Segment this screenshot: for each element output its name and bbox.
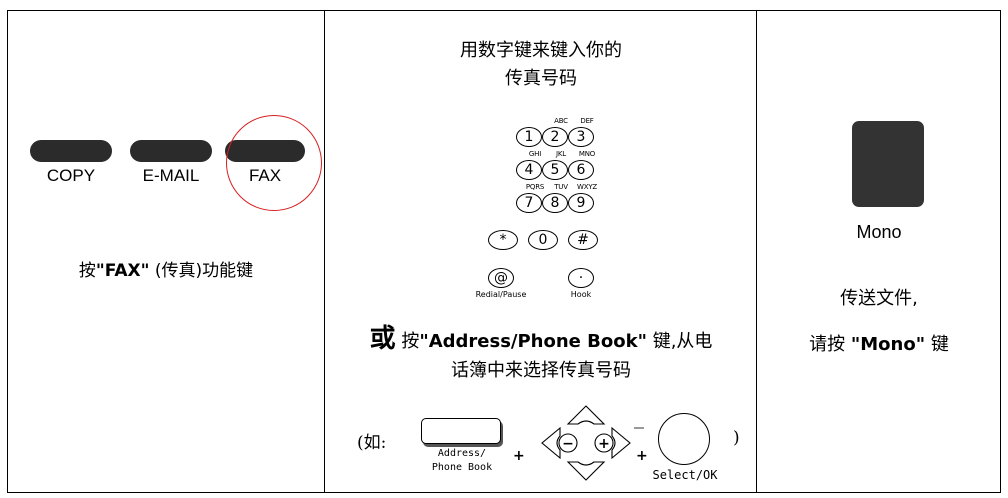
keypad-key[interactable]: 2 — [542, 127, 568, 147]
keypad-letters: GHI — [528, 150, 542, 158]
caption-text: (传真)功能键 — [149, 261, 254, 281]
nav-right-arrow-icon[interactable] — [611, 426, 631, 460]
keypad-letters: DEF — [580, 117, 594, 125]
nav-plus-label: + — [598, 436, 610, 452]
instruction-text: 键,从电 — [646, 331, 713, 352]
phonebook-instruction-line1: 或 按"Address/Phone Book" 键,从电 — [325, 318, 757, 355]
redial-pause-label: Redial/Pause — [475, 290, 527, 299]
select-ok-button[interactable] — [658, 413, 710, 465]
plus-sign: + — [636, 448, 648, 464]
nav-minus-key[interactable] — [558, 433, 578, 453]
instruction-text: 请按 — [809, 334, 851, 355]
or-word: 或 — [369, 324, 396, 354]
phonebook-key-name: "Address/Phone Book" — [419, 331, 647, 352]
email-label: E-MAIL — [142, 166, 200, 185]
keypad-key[interactable]: 8 — [542, 193, 568, 213]
mono-key-label: Mono — [856, 222, 902, 242]
mono-key-name: "Mono" — [850, 334, 926, 355]
plus-sign: + — [513, 448, 525, 464]
fax-instruction: 按"FAX" (传真)功能键 — [7, 256, 325, 281]
keypad-key[interactable]: 3 — [568, 127, 594, 147]
mono-key[interactable] — [852, 121, 924, 207]
phonebook-label-line1: Address/ — [437, 448, 487, 459]
keypad-key[interactable]: * — [488, 230, 518, 250]
navigation-pad: − + — [541, 405, 644, 481]
keypad-letters: ABC — [554, 117, 568, 125]
redial-pause-key[interactable]: @ — [488, 268, 514, 288]
phonebook-instruction-line2: 话簿中来选择传真号码 — [451, 360, 631, 381]
instruction-table — [7, 10, 1001, 493]
keypad-key[interactable]: 4 — [516, 160, 542, 180]
keypad-letters: PQRS — [525, 183, 545, 191]
keypad-key[interactable]: 5 — [542, 160, 568, 180]
mono-instruction-line2: 请按 "Mono" 键 — [757, 330, 1001, 356]
address-phonebook-button[interactable] — [421, 418, 501, 444]
nav-minus-label: − — [562, 436, 574, 452]
column-divider — [756, 10, 757, 493]
copy-label: COPY — [46, 166, 96, 185]
keypad-letters: TUV — [554, 183, 568, 191]
phonebook-label-line2: Phone Book — [431, 462, 493, 473]
keypad-letters: JKL — [556, 150, 566, 158]
fax-highlight-circle — [226, 115, 322, 211]
hook-label: Hook — [570, 290, 592, 299]
address-phonebook-label: Address/ Phone Book — [410, 447, 514, 475]
keypad-key[interactable]: 0 — [528, 230, 558, 250]
column-divider — [324, 10, 325, 493]
nav-plus-key[interactable] — [594, 433, 614, 453]
nav-left-arrow-icon[interactable] — [541, 426, 561, 460]
select-ok-label: Select/OK — [652, 468, 718, 482]
hook-key[interactable]: · — [568, 268, 594, 288]
number-title-line1: 用数字键来键入你的 — [460, 40, 622, 61]
caption-key-name: "FAX" — [95, 261, 150, 281]
number-title-line2: 传真号码 — [505, 68, 577, 89]
mono-instruction-line1: 传送文件, — [840, 288, 918, 309]
nav-down-arrow-icon[interactable] — [566, 461, 606, 481]
instruction-text: 键 — [925, 334, 949, 355]
nav-up-arrow-icon[interactable] — [566, 405, 606, 425]
copy-button[interactable] — [30, 140, 112, 162]
example-close: ) — [733, 428, 740, 448]
caption-text: 按 — [78, 261, 96, 281]
keypad-key[interactable]: 9 — [568, 193, 594, 213]
keypad-key[interactable]: # — [568, 230, 598, 250]
keypad-key[interactable]: 7 — [516, 193, 542, 213]
keypad-key[interactable]: 1 — [516, 127, 542, 147]
keypad-key[interactable]: 6 — [568, 160, 594, 180]
keypad-letters: WXYZ — [577, 183, 597, 191]
example-open: (如: — [357, 433, 387, 453]
instruction-text: 按 — [395, 331, 420, 352]
email-button[interactable] — [130, 140, 212, 162]
keypad-letters: MNO — [578, 150, 596, 158]
